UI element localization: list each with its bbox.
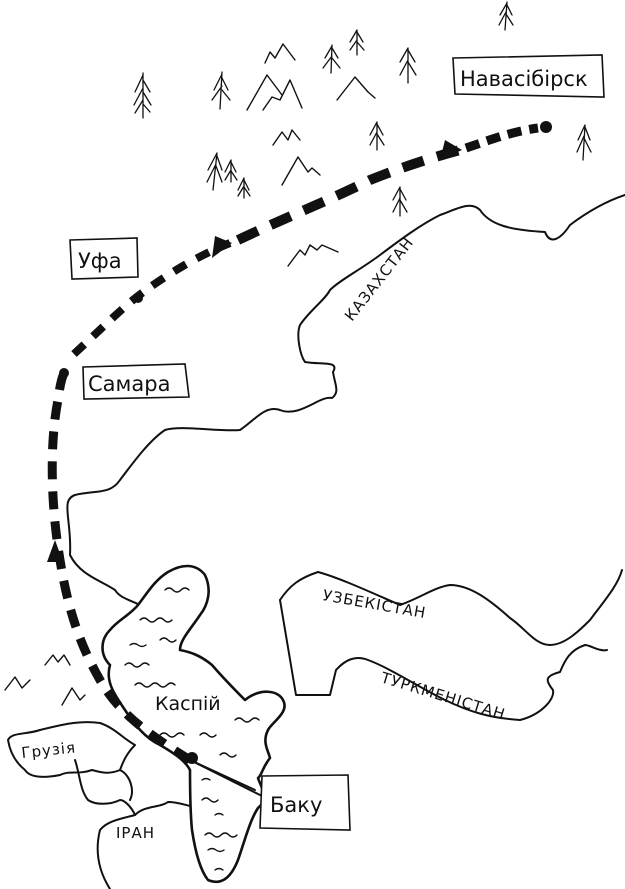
country-label-kazakhstan: КАЗАХСТАН (341, 234, 418, 325)
country-label-georgia: Грузія (21, 738, 77, 762)
mountain-icon (264, 43, 296, 64)
tree-icon (224, 159, 238, 183)
tree-icon (349, 29, 365, 56)
sea-waves (124, 587, 260, 871)
mountain-icon (246, 74, 283, 111)
tree-icon (576, 124, 592, 161)
city-label: Самара (88, 372, 170, 396)
tree-icon (322, 44, 341, 74)
ufa-waypoint (133, 293, 143, 303)
city-label: Баку (270, 793, 322, 817)
tree-icon (211, 71, 231, 110)
country-label-iran: ІРАН (116, 824, 155, 842)
mountain-icon (61, 687, 86, 706)
city-label: Уфа (78, 249, 122, 273)
city-label: Навасібірск (460, 67, 588, 91)
baku-stop (186, 752, 198, 764)
route-arrow-icon (212, 236, 232, 258)
city-baku: Баку (259, 774, 351, 831)
mountain-icon (272, 129, 301, 146)
city-ufa: Уфа (69, 237, 139, 280)
city-novosibirsk: Навасібірск (452, 54, 605, 98)
samara-stop (59, 368, 69, 378)
novosibirsk-stop (540, 121, 552, 133)
mountain-icon (262, 79, 303, 111)
uzbekistan-border (279, 569, 623, 721)
route (47, 121, 552, 764)
tree-icon (369, 121, 385, 151)
caspian-sea (101, 564, 286, 884)
mountain-icon (336, 76, 376, 101)
tree-icon (133, 72, 152, 119)
country-label-uzbekistan: УЗБЕКІСТАН (321, 586, 427, 622)
tree-icon (399, 47, 417, 84)
baku-pointer (189, 759, 261, 796)
sea-label-caspian: Каспій (155, 693, 221, 715)
city-samara: Самара (82, 363, 190, 400)
tree-icon (206, 152, 223, 191)
iran-border (74, 759, 191, 889)
mountain-icon (287, 244, 339, 267)
route-arrow-icon (47, 540, 63, 562)
kazakhstan-border (66, 194, 625, 606)
tree-icon (237, 177, 251, 199)
tree-icon (498, 1, 514, 31)
country-label-turkmenistan: ТУРКМЕНІСТАН (378, 668, 508, 723)
trees (133, 1, 592, 217)
mountain-icon (44, 654, 71, 666)
mountains (4, 43, 376, 706)
tree-icon (392, 186, 408, 217)
route-arrow-icon (440, 140, 462, 160)
mountain-icon (281, 156, 321, 186)
mountain-icon (4, 676, 31, 691)
turkmenistan-border (519, 644, 608, 721)
